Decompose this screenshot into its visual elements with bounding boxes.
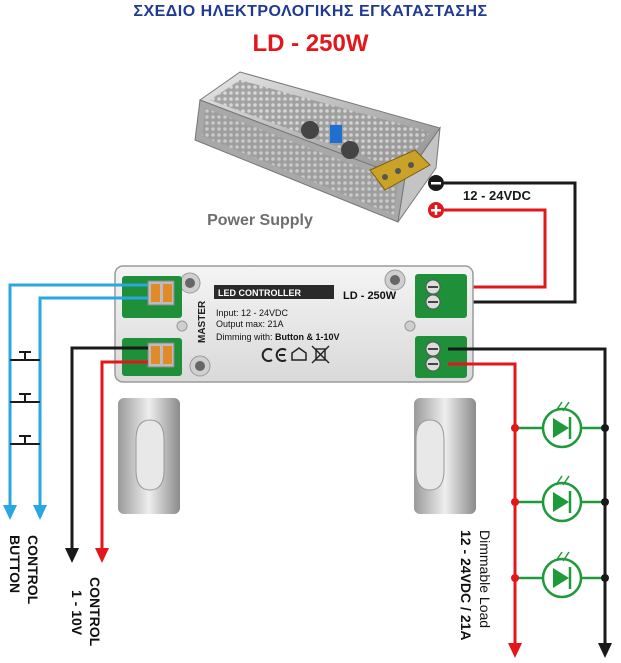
controller-dimming: Dimming with: Button & 1-10V <box>216 332 340 342</box>
button-wire-1-arrow <box>3 505 17 520</box>
push-button-icon <box>10 393 40 403</box>
control-1-10v-label-line1: CONTROL <box>87 577 103 647</box>
control-1-10v-negative-wire <box>70 346 148 550</box>
control-button-label-line1: CONTROL <box>25 535 41 605</box>
weee-bin-icon <box>311 345 330 364</box>
voltage-label: 12 - 24VDC <box>463 188 532 203</box>
diagram-title: ΣΧΕΔΙΟ ΗΛΕΚΤΡΟΛΟΓΙΚΗΣ ΕΓΚΑΤΑΣΤΑΣΗΣ <box>133 3 488 20</box>
led-icon <box>511 401 609 449</box>
load-label-line2: 12 - 24VDC / 21A <box>458 530 474 641</box>
controller-output: Output max: 21A <box>216 319 284 329</box>
control-1-10v-label-line2: 1 - 10V <box>69 590 85 636</box>
model-title: LD - 250W <box>252 30 369 57</box>
led-controller <box>114 265 474 383</box>
indoor-use-icon <box>291 347 307 361</box>
load-positive-arrow <box>508 643 522 658</box>
ce-mark-icon <box>261 348 287 362</box>
positive-supply-wire <box>444 208 547 289</box>
push-button-icon <box>10 351 40 361</box>
load-label-line1: Dimmable Load <box>477 530 493 628</box>
controller-model: LD - 250W <box>343 290 397 302</box>
load-negative-wire <box>448 347 607 645</box>
load-negative-arrow <box>598 643 612 658</box>
negative-supply-wire <box>444 181 577 304</box>
control-positive-arrow <box>95 548 109 563</box>
end-cap-right <box>414 398 476 514</box>
controller-header: LED CONTROLLER <box>218 288 301 298</box>
button-wire-1 <box>8 283 148 505</box>
control-1-10v-positive-wire <box>100 360 148 550</box>
button-wire-2-arrow <box>33 505 47 520</box>
power-supply-label: Power Supply <box>207 212 313 229</box>
dimming-prefix: Dimming with: <box>216 332 275 342</box>
dimming-value: Button & 1-10V <box>275 332 340 342</box>
push-button-icon <box>10 435 40 445</box>
brand-logo: MASTER <box>197 300 208 343</box>
controller-input: Input: 12 - 24VDC <box>216 308 289 318</box>
control-button-label-line2: BUTTON <box>7 535 23 593</box>
button-wire-2 <box>38 296 148 505</box>
load-positive-wire <box>448 362 517 645</box>
led-icon <box>511 475 609 523</box>
led-icon <box>511 551 609 599</box>
power-supply-unit <box>194 71 441 223</box>
end-cap-left <box>118 398 180 514</box>
control-negative-arrow <box>65 548 79 563</box>
